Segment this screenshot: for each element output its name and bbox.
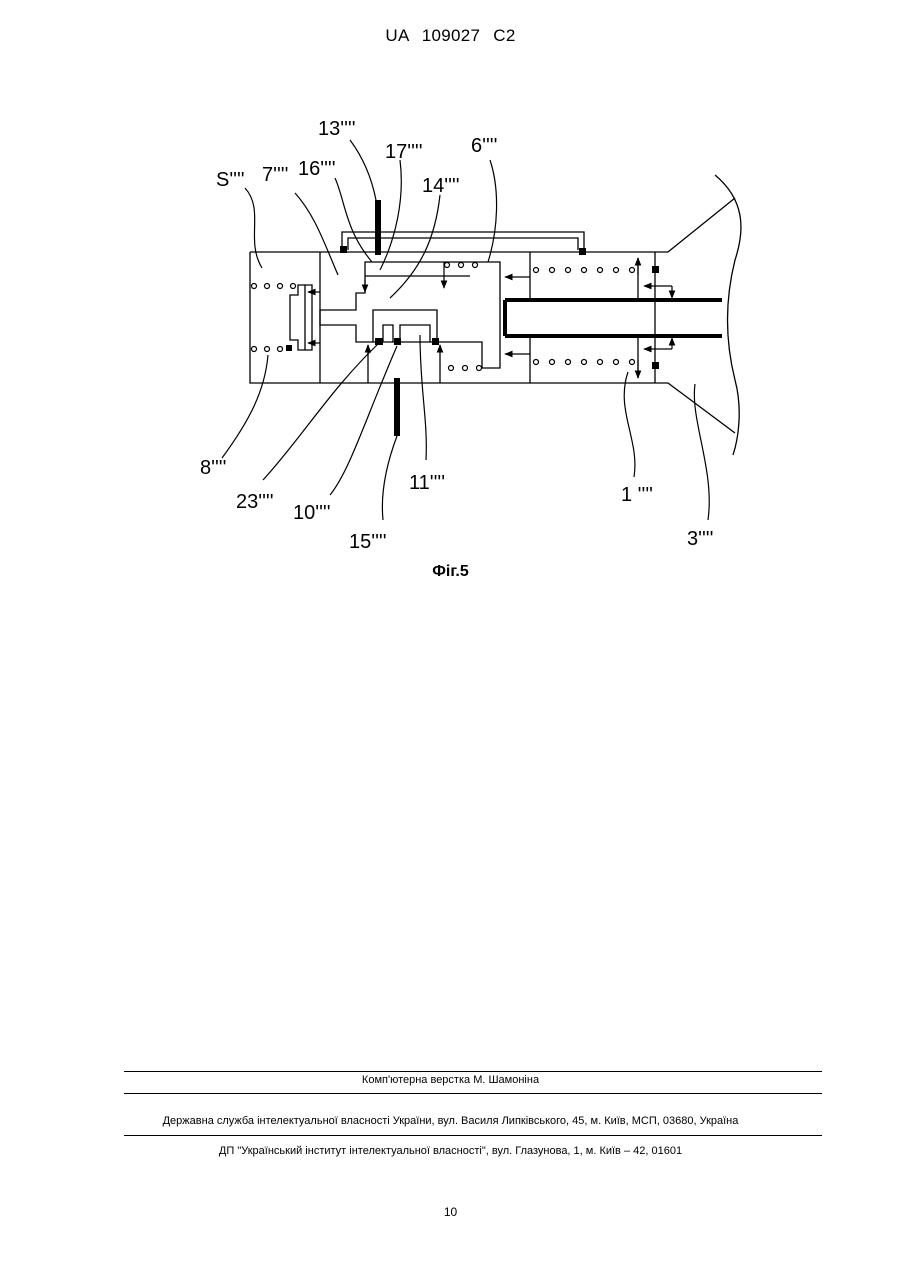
label-S: S'''' — [216, 169, 245, 191]
label-6: 6'''' — [471, 135, 497, 157]
label-11: 11'''' — [409, 472, 445, 494]
footer-rule-top — [124, 1071, 822, 1072]
label-14: 14'''' — [422, 175, 460, 197]
rod — [505, 300, 722, 336]
footer-institute: ДП "Український інститут інтелектуальної… — [0, 1145, 901, 1157]
label-3: 3'''' — [687, 528, 713, 550]
label-1: 1 '''' — [621, 484, 653, 506]
footer-rule-bottom — [124, 1135, 822, 1136]
label-17: 17'''' — [385, 141, 423, 163]
bar-15 — [394, 378, 400, 436]
label-7: 7'''' — [262, 164, 288, 186]
page-number: 10 — [0, 1205, 901, 1219]
housing-outline — [250, 198, 735, 433]
bar-13 — [375, 200, 381, 255]
patent-figure-5: 13'''' 17'''' 6'''' S'''' 7'''' 16'''' 1… — [0, 0, 901, 620]
left-insert — [290, 285, 305, 350]
label-13: 13'''' — [318, 118, 356, 140]
label-8: 8'''' — [200, 457, 226, 479]
label-10: 10'''' — [293, 502, 331, 524]
footer-agency: Державна служба інтелектуальної власност… — [0, 1115, 901, 1127]
figure-caption: Фіг.5 — [0, 563, 901, 581]
footer-rule-middle — [124, 1093, 822, 1094]
leader-lines — [222, 140, 709, 520]
label-23: 23'''' — [236, 491, 274, 513]
spool-body — [320, 262, 500, 368]
footer-layout-credit: Комп'ютерна верстка М. Шамоніна — [0, 1074, 901, 1086]
label-16: 16'''' — [298, 158, 336, 180]
spring-coils — [252, 263, 635, 371]
housing-break-line — [715, 175, 741, 455]
label-15: 15'''' — [349, 531, 387, 553]
